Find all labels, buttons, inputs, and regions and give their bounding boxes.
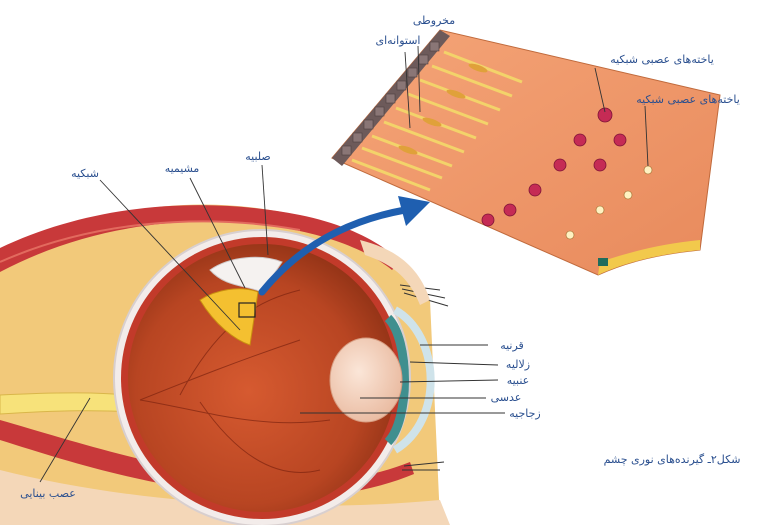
label-vitreous: زجاجیه	[509, 407, 540, 420]
label-aqueous: زلالیه	[506, 358, 530, 371]
label-cornea: قرنیه	[500, 339, 524, 352]
eye-cross-section	[0, 204, 450, 525]
label-lens: عدسی	[491, 391, 522, 404]
label-ganglion-1: یاخته‌های عصبی شبکیه	[610, 53, 714, 66]
label-cone: مخروطی	[413, 14, 455, 27]
label-iris: عنبیه	[507, 374, 529, 387]
label-choroid: مشیمیه	[165, 162, 200, 175]
label-retina: شبکیه	[71, 167, 99, 180]
retina-detail-panel	[332, 30, 720, 275]
fibre-end-marker	[598, 258, 608, 266]
panel-body	[332, 30, 720, 275]
lens	[330, 338, 402, 422]
label-rod: استوانه‌ای	[376, 34, 421, 47]
label-sclera: صلبیه	[245, 150, 271, 163]
label-ganglion-2: یاخته‌های عصبی شبکیه	[636, 93, 740, 106]
label-optic-nerve: عصب بینایی	[20, 487, 76, 500]
figure-caption: شکل۲ـ گیرنده‌های نوری چشم	[604, 453, 741, 466]
